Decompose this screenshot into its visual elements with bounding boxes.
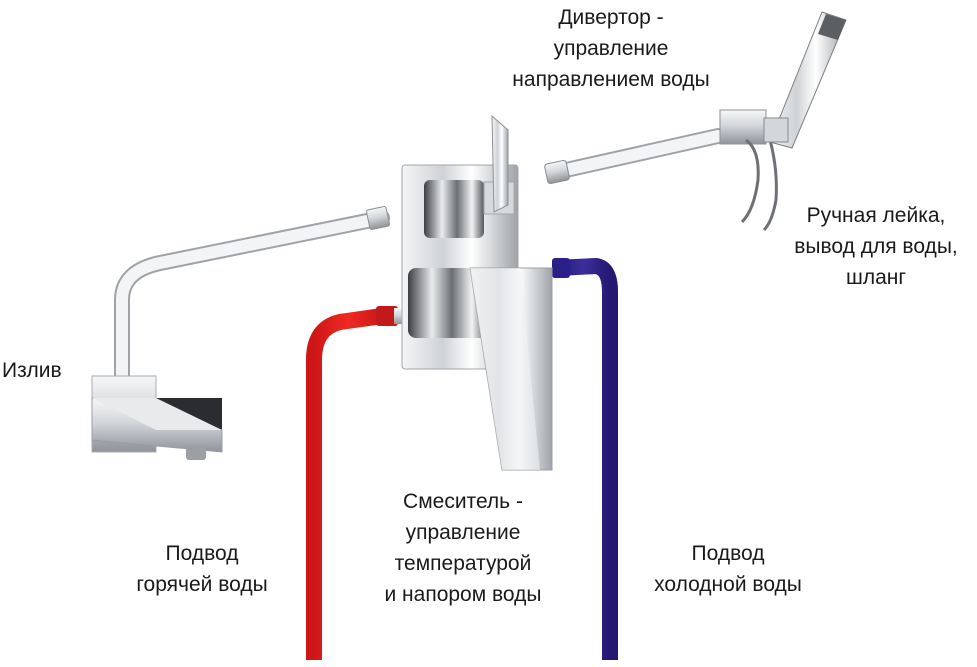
label-hot-supply: Подвод горячей воды [112,538,292,600]
label-line: и напором воды [384,583,542,606]
label-line: Дивертор - [558,6,664,29]
mixer-icon [401,114,553,471]
label-line: Излив [2,359,62,382]
label-diverter: Дивертор - управление направлением воды [486,2,736,95]
label-line: горячей воды [136,573,268,596]
hand-shower-icon [719,11,847,232]
hot-supply-pipe [306,306,404,660]
label-line: Ручная лейка, [806,204,946,227]
label-mixer: Смеситель - управление температурой и на… [350,486,576,610]
label-line: Подвод [691,542,765,565]
label-line: Смеситель - [403,490,523,513]
label-cold-supply: Подвод холодной воды [630,538,826,600]
label-line: управление [553,37,669,60]
label-line: шланг [845,266,907,289]
label-hand-shower: Ручная лейка, вывод для воды, шланг [776,200,976,293]
spout-supply-pipe [114,206,390,388]
spout-icon [91,375,223,460]
label-spout: Излив [2,355,62,386]
label-line: холодной воды [654,573,802,596]
label-line: управление [405,521,521,544]
cold-supply-pipe [552,257,618,660]
label-line: Подвод [165,542,239,565]
hand-shower-supply-pipe [544,128,726,185]
label-line: вывод для воды, [794,235,958,258]
label-line: направлением воды [512,68,710,91]
label-line: температурой [394,552,532,575]
